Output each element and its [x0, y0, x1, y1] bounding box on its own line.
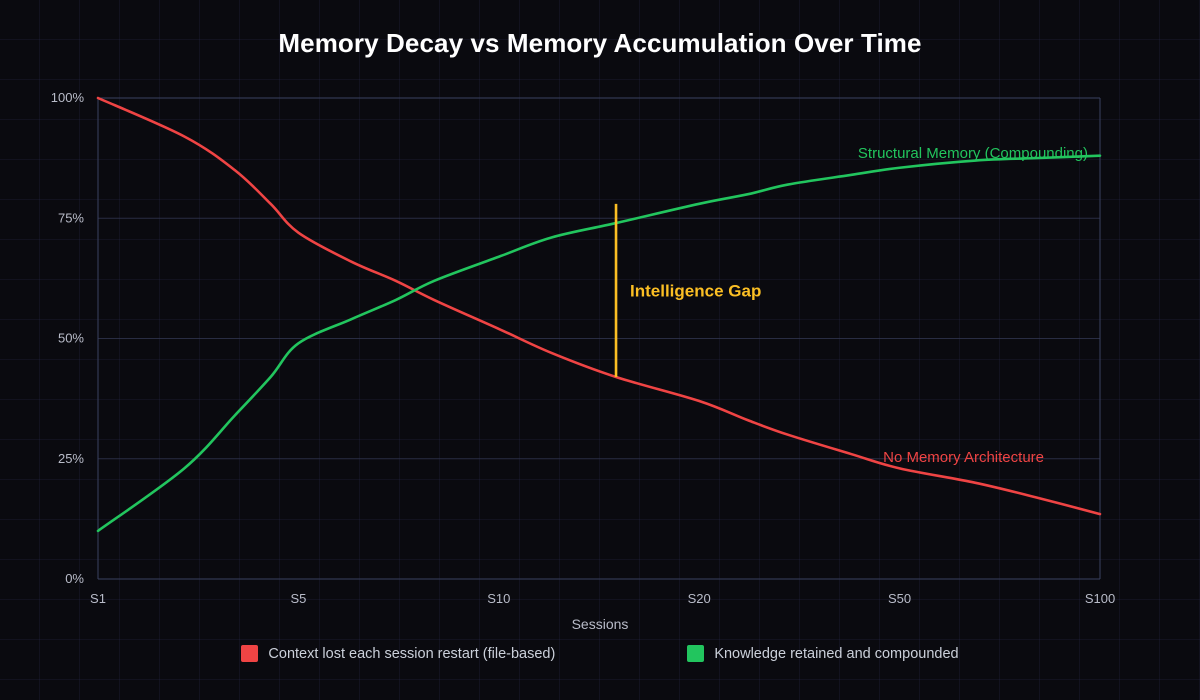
- x-tick-label: S100: [1085, 591, 1115, 606]
- series-lines: [96, 96, 1102, 533]
- plot-axes: [97, 97, 1101, 580]
- x-tick-label: S10: [487, 591, 510, 606]
- x-axis-tick-labels: S1 S5 S10 S20 S50 S100: [90, 591, 1115, 606]
- series-line-structural-memory: [96, 154, 1102, 533]
- intelligence-gap-label: Intelligence Gap: [630, 281, 761, 300]
- legend-item-no-memory[interactable]: Context lost each session restart (file-…: [241, 645, 555, 662]
- x-tick-label: S20: [688, 591, 711, 606]
- chart-legend: Context lost each session restart (file-…: [0, 645, 1200, 662]
- y-tick-label: 25%: [58, 451, 84, 466]
- x-axis-title: Sessions: [572, 616, 629, 632]
- x-tick-label: S1: [90, 591, 106, 606]
- series-inline-label-structural-memory: Structural Memory (Compounding): [858, 145, 1088, 162]
- y-tick-label: 0%: [65, 571, 84, 586]
- series-line-no-memory: [96, 96, 1102, 516]
- legend-label-structural-memory: Knowledge retained and compounded: [714, 645, 959, 662]
- y-tick-label: 75%: [58, 210, 84, 225]
- y-tick-label: 50%: [58, 331, 84, 346]
- legend-item-structural-memory[interactable]: Knowledge retained and compounded: [687, 645, 959, 662]
- x-tick-label: S5: [290, 591, 306, 606]
- y-tick-label: 100%: [51, 90, 85, 105]
- x-tick-label: S50: [888, 591, 911, 606]
- legend-swatch-green: [687, 645, 705, 662]
- legend-swatch-red: [241, 645, 259, 662]
- chart-title: Memory Decay vs Memory Accumulation Over…: [278, 28, 922, 58]
- y-axis-tick-labels: 100% 75% 50% 25% 0%: [51, 90, 85, 586]
- legend-label-no-memory: Context lost each session restart (file-…: [268, 645, 556, 662]
- annotation-intelligence-gap: Intelligence Gap: [614, 203, 761, 377]
- series-inline-label-no-memory: No Memory Architecture: [883, 449, 1044, 466]
